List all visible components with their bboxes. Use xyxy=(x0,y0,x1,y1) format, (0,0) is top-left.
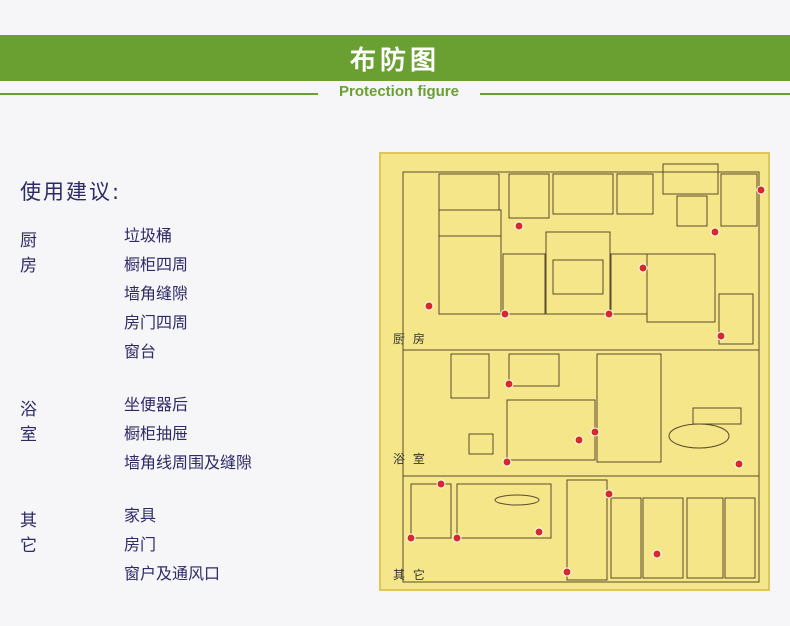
trash-can xyxy=(718,293,754,345)
list-item: 垃圾桶 xyxy=(124,226,173,245)
group-items: 垃圾桶 橱柜四周 墙角缝隙 房门四周 窗台 xyxy=(124,226,188,371)
upper-cabinet xyxy=(662,163,719,195)
subtitle-divider-right xyxy=(480,93,790,95)
red-circle-marker xyxy=(406,533,416,543)
list-item: 墙角线周围及缝隙 xyxy=(124,453,253,472)
cabinet xyxy=(410,483,452,539)
table xyxy=(494,494,540,506)
header-banner: 布防图 xyxy=(0,35,790,81)
group-label: 其 它 xyxy=(20,511,43,556)
base-cabinet xyxy=(502,253,546,315)
room-label-bathroom: 浴 室 xyxy=(393,452,427,466)
red-circle-marker xyxy=(424,301,434,311)
red-circle-marker xyxy=(734,459,744,469)
group-label: 浴 室 xyxy=(20,400,43,445)
red-circle-marker xyxy=(710,227,720,237)
red-circle-marker xyxy=(436,479,446,489)
list-item: 窗户及通风口 xyxy=(124,564,221,583)
kitchen-panel xyxy=(402,171,760,351)
cabinet xyxy=(724,497,756,579)
cabinet xyxy=(610,497,642,579)
sink-cabinet xyxy=(646,253,716,323)
advice-heading: 使用建议: xyxy=(20,180,122,204)
group-items: 坐便器后 橱柜抽屉 墙角线周围及缝隙 xyxy=(124,395,252,482)
red-circle-marker xyxy=(562,567,572,577)
mirror xyxy=(508,353,560,387)
door xyxy=(566,479,608,581)
list-item: 房门四周 xyxy=(124,313,189,332)
red-circle-marker xyxy=(534,527,544,537)
room-label-other: 其 它 xyxy=(393,568,427,582)
list-item: 墙角缝隙 xyxy=(124,284,189,303)
red-circle-marker xyxy=(502,457,512,467)
cabinet xyxy=(642,497,684,579)
red-circle-marker xyxy=(452,533,462,543)
group-items: 家具 房门 窗户及通风口 xyxy=(124,506,220,593)
list-item: 橱柜抽屉 xyxy=(124,424,189,443)
group-label: 厨 房 xyxy=(20,231,43,276)
list-item: 家具 xyxy=(124,506,157,525)
upper-cabinet xyxy=(616,173,654,215)
list-item: 坐便器后 xyxy=(124,395,189,414)
basket xyxy=(468,433,494,455)
illustration-drawing xyxy=(402,163,766,583)
red-circle-marker xyxy=(504,379,514,389)
red-circle-marker xyxy=(500,309,510,319)
list-item: 窗台 xyxy=(124,342,157,361)
cabinet xyxy=(686,497,724,579)
oven-door xyxy=(552,259,604,295)
bathroom-panel xyxy=(402,349,760,477)
red-circle-marker xyxy=(652,549,662,559)
cabinet xyxy=(456,483,552,539)
subtitle-divider-left xyxy=(0,93,318,95)
red-circle-marker xyxy=(638,263,648,273)
protection-illustration: 厨 房 浴 室 其 它 xyxy=(379,152,770,591)
base-cabinet xyxy=(610,253,648,315)
red-circle-marker xyxy=(716,331,726,341)
toilet xyxy=(668,423,730,449)
stairs-window xyxy=(450,353,490,399)
list-item: 橱柜四周 xyxy=(124,255,189,274)
red-circle-marker xyxy=(756,185,766,195)
upper-cabinet xyxy=(552,173,614,215)
red-circle-marker xyxy=(604,489,614,499)
red-circle-marker xyxy=(590,427,600,437)
stove xyxy=(545,231,611,315)
other-panel xyxy=(402,475,760,583)
upper-cabinet xyxy=(720,173,758,227)
red-circle-marker xyxy=(514,221,524,231)
window xyxy=(676,195,708,227)
list-item: 房门 xyxy=(124,535,157,554)
page-title: 布防图 xyxy=(349,45,440,76)
refrigerator xyxy=(438,209,502,315)
shower-door xyxy=(596,353,662,463)
vanity-cabinet xyxy=(506,399,596,461)
page-subtitle: Protection figure xyxy=(338,83,459,100)
room-label-kitchen: 厨 房 xyxy=(393,332,427,346)
red-circle-marker xyxy=(574,435,584,445)
upper-cabinet xyxy=(508,173,550,219)
upper-cabinet xyxy=(438,173,500,211)
red-circle-marker xyxy=(604,309,614,319)
